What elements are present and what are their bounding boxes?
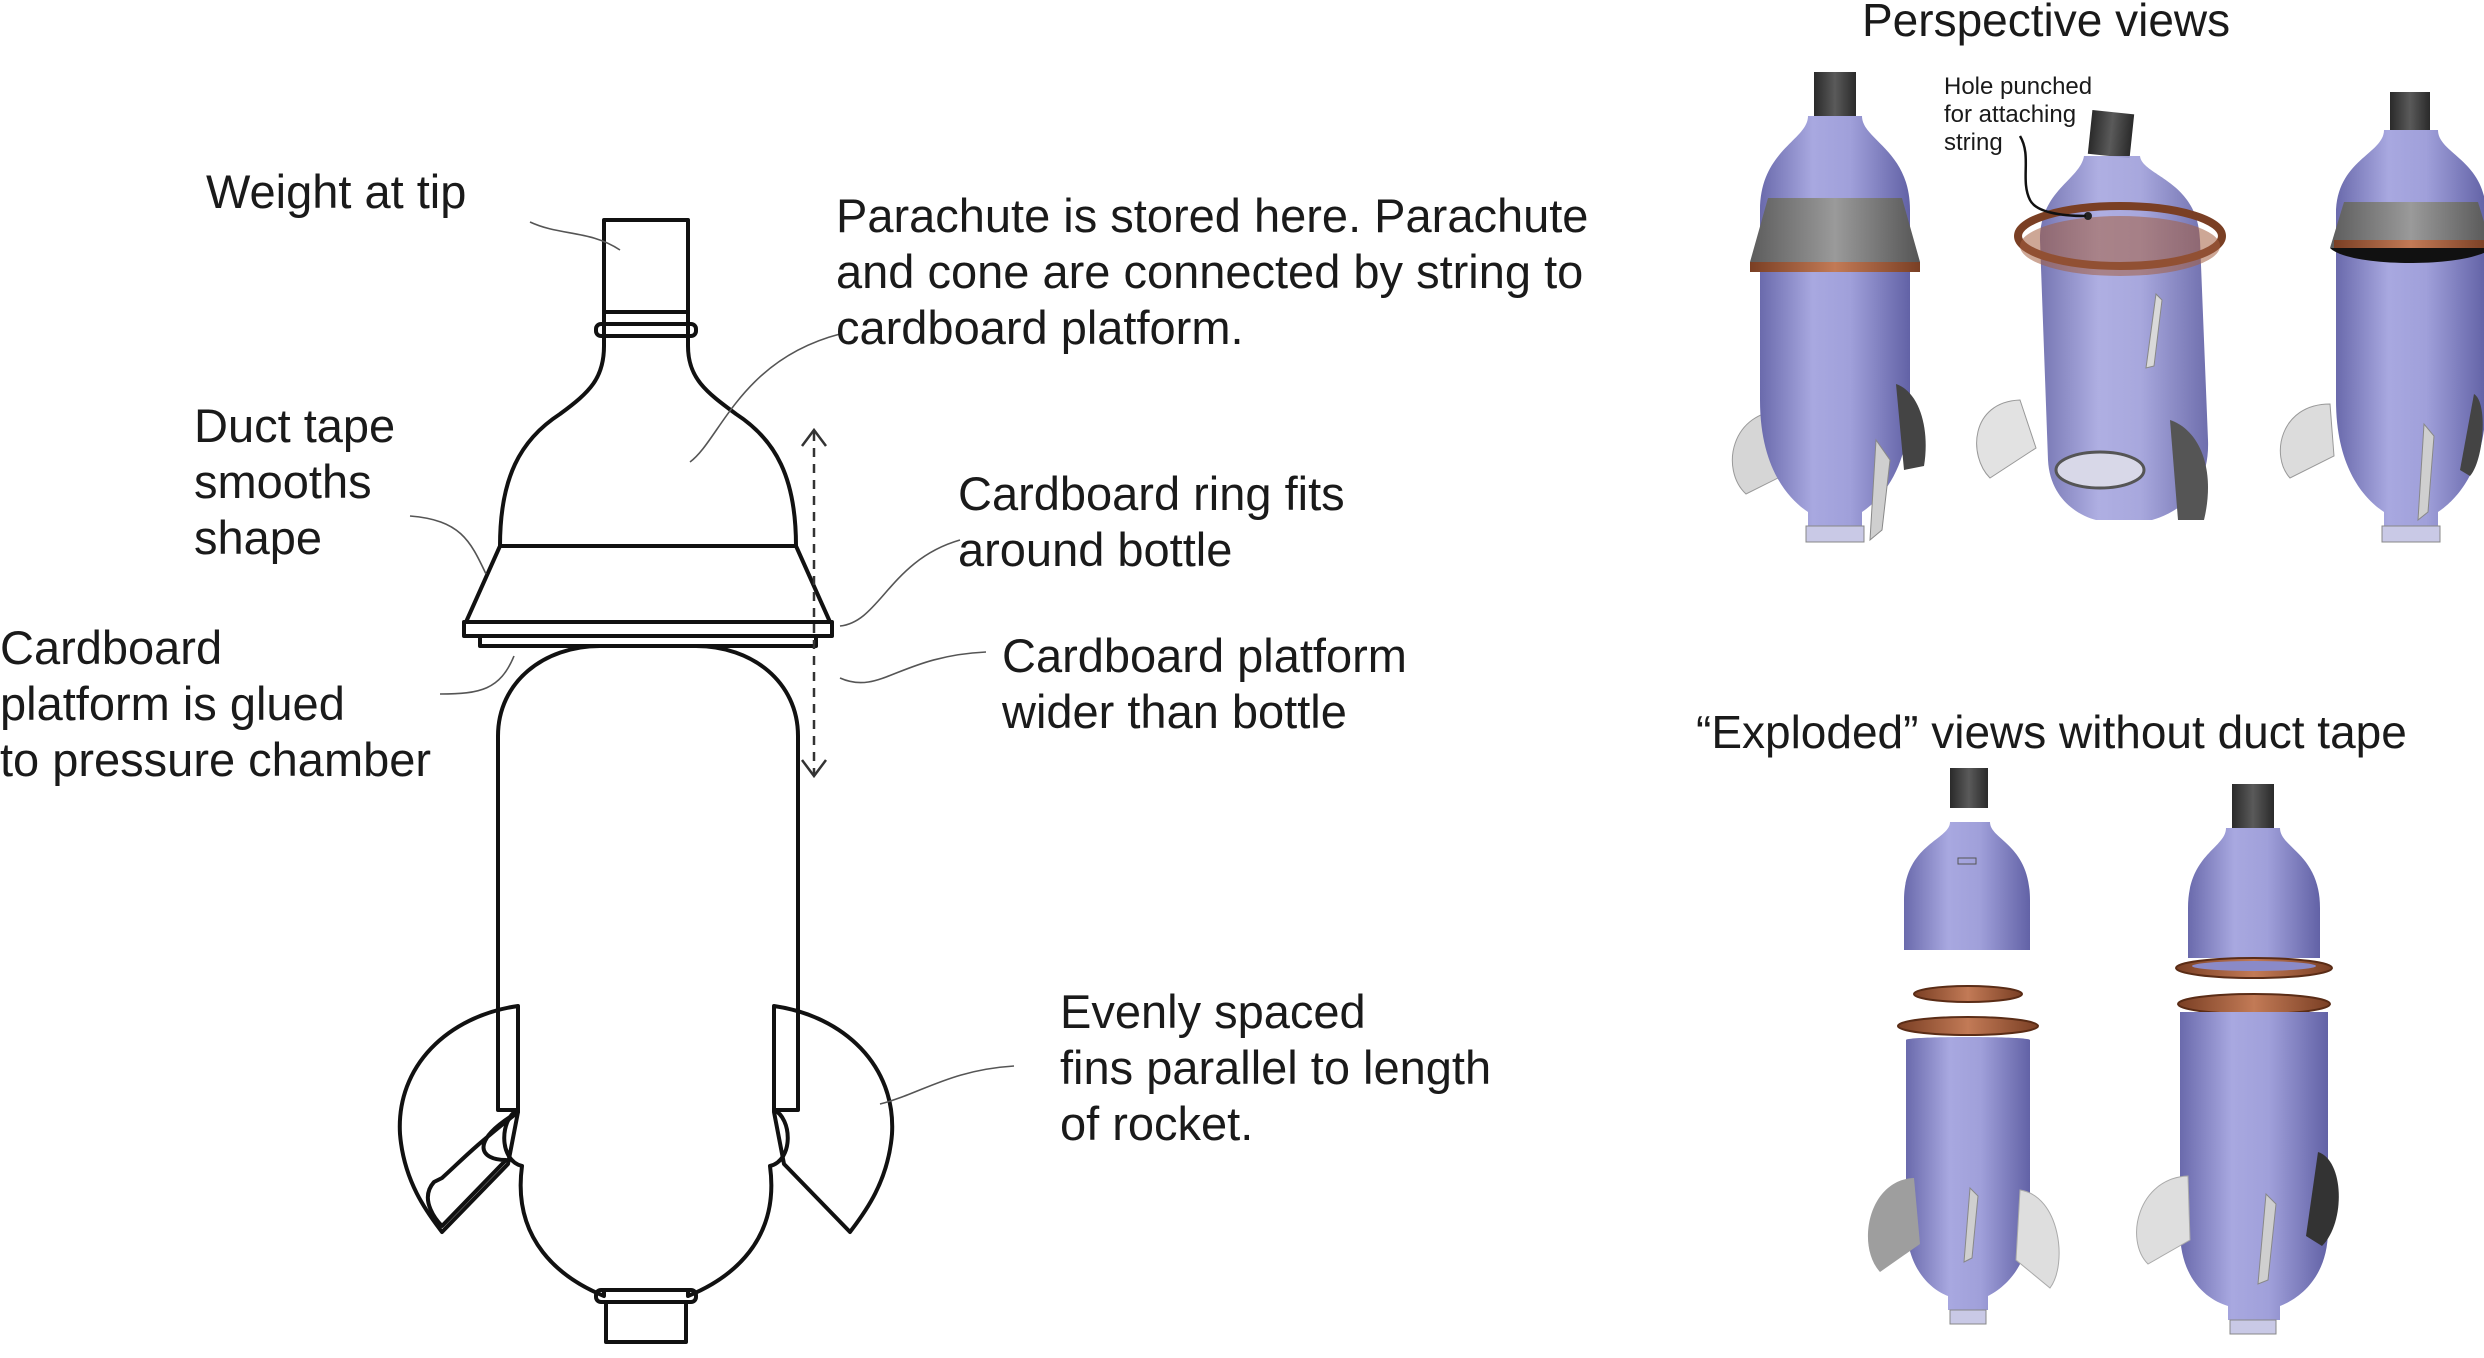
neck-ring-top (594, 322, 698, 338)
left-fin-outline (425, 1006, 520, 1228)
label-duct-2: smooths (194, 455, 372, 508)
arrow-head-bottom (801, 759, 827, 779)
label-parachute-1: Parachute is stored here. Parachute (836, 189, 1588, 242)
line-drawing-labels: Weight at tip Parachute is stored here. … (0, 165, 1588, 1150)
duct-tape-band (464, 544, 832, 624)
perspective-title: Perspective views (1862, 0, 2230, 46)
label-glued-1: Cardboard (0, 621, 222, 674)
perspective-rocket-3 (2279, 92, 2484, 543)
label-duct-3: shape (194, 511, 322, 564)
label-glued-2: platform is glued (0, 677, 345, 730)
line-drawing-rocket (397, 218, 895, 1344)
exploded-rocket-1 (1867, 768, 2060, 1325)
label-fins-3: of rocket. (1060, 1097, 1253, 1150)
label-ring-2: around bottle (958, 523, 1232, 576)
label-parachute-2: and cone are connected by string to (836, 245, 1583, 298)
label-glued-3: to pressure chamber (0, 733, 431, 786)
pressure-chamber-outline (496, 644, 800, 1006)
hole-note: Hole punched for attaching string (1944, 73, 2092, 218)
label-parachute-3: cardboard platform. (836, 301, 1244, 354)
hole-note-3: string (1944, 129, 2003, 156)
exploded-rocket-2 (2136, 784, 2339, 1335)
body-left-lower (496, 1006, 518, 1112)
nose-cone-outline (498, 312, 798, 548)
perspective-rocket-1 (1732, 72, 1926, 543)
label-wider-2: wider than bottle (1001, 685, 1347, 738)
exploded-title: “Exploded” views without duct tape (1696, 706, 2407, 758)
hole-note-1: Hole punched (1944, 73, 2092, 100)
hole-note-2: for attaching (1944, 101, 2076, 128)
label-ring-1: Cardboard ring fits (958, 467, 1345, 520)
leader-lines (409, 221, 1015, 1105)
label-weight: Weight at tip (206, 165, 466, 218)
bottle-mouth (604, 1300, 688, 1344)
body-right-lower (774, 1006, 800, 1112)
perspective-rocket-2 (1976, 110, 2226, 520)
label-fins-1: Evenly spaced (1060, 985, 1366, 1038)
label-duct-1: Duct tape (194, 399, 395, 452)
left-fin (397, 1004, 520, 1234)
arrow-head-top (801, 427, 827, 447)
bottle-base-outline (502, 1108, 790, 1298)
cardboard-ring (462, 620, 834, 638)
label-fins-2: fins parallel to length (1060, 1041, 1491, 1094)
label-wider-1: Cardboard platform (1002, 629, 1407, 682)
right-fin (772, 1004, 895, 1234)
tip-weight (602, 218, 690, 314)
